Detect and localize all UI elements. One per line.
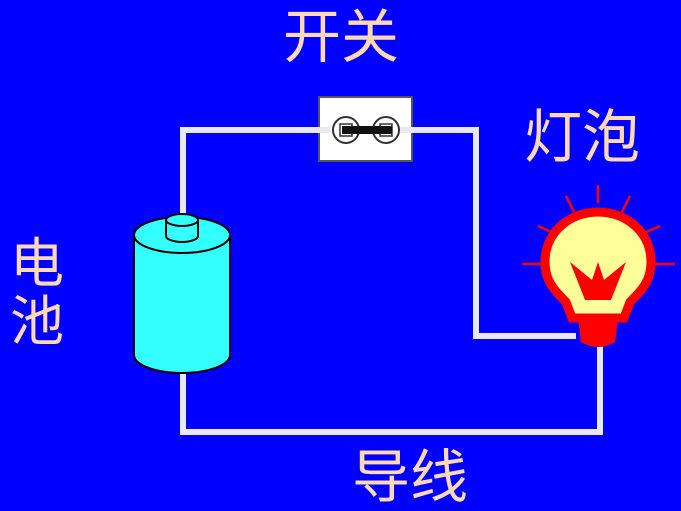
- bulb: [522, 185, 675, 347]
- switch-label: 开关: [283, 3, 400, 71]
- wire-label: 导线: [352, 443, 469, 511]
- bulb-label: 灯泡: [524, 103, 641, 171]
- battery: [133, 213, 231, 374]
- battery-label: 电池: [10, 232, 64, 354]
- wire-path: [180, 127, 603, 435]
- switch: [314, 96, 415, 162]
